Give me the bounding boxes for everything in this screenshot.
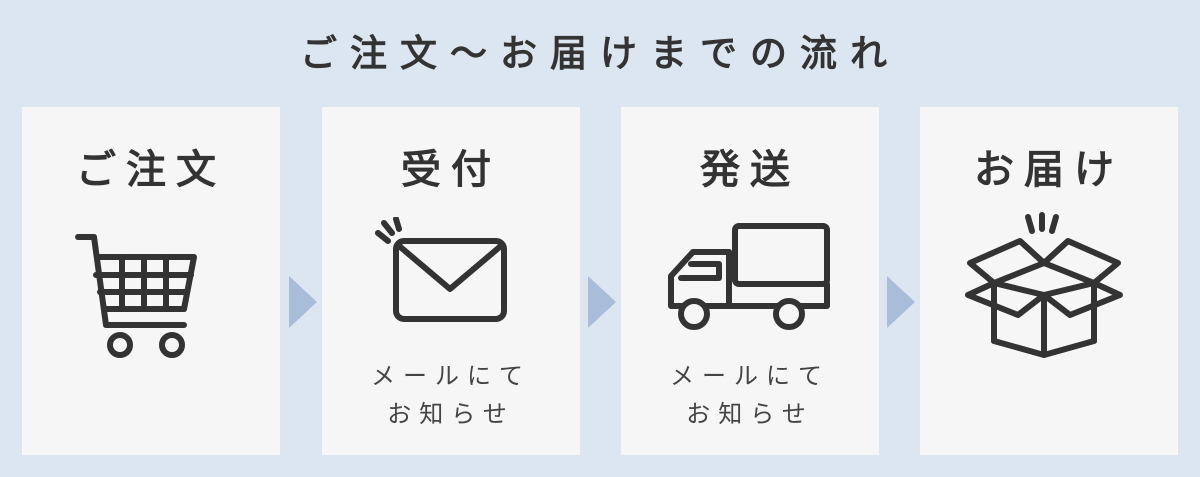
open-box-icon [965,212,1123,358]
step-card-delivery: お届け [920,107,1178,455]
flow-arrow [588,276,616,328]
step-title: ご注文 [76,147,226,193]
flow-arrow [887,276,915,328]
step-note: メールにて お知らせ [670,362,830,428]
page-title: ご注文〜お届けまでの流れ [300,32,900,75]
step-title: 受付 [401,147,501,193]
shopping-cart-icon [75,234,197,358]
step-note: メールにて お知らせ [371,362,531,428]
step-title: 発送 [700,147,800,193]
step-card-order: ご注文 [22,107,280,455]
envelope-icon [375,217,507,322]
step-card-shipping: 発送 メールにて お知らせ [621,107,879,455]
step-title: お届け [974,147,1124,193]
step-card-reception: 受付 メールにて お知らせ [322,107,580,455]
delivery-truck-icon [668,223,830,330]
flow-arrow [289,276,317,328]
